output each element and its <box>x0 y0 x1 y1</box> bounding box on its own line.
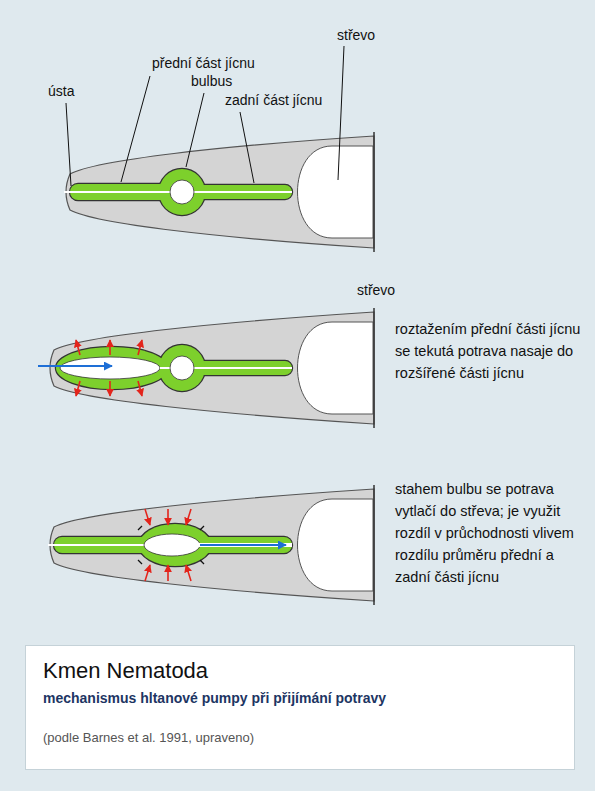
motion-arrow <box>186 509 191 525</box>
leader-line <box>121 76 150 182</box>
motion-arrow <box>38 365 112 367</box>
motion-arrow <box>109 381 111 396</box>
motion-arrow <box>167 509 169 525</box>
part-label: střevo <box>357 282 395 299</box>
part-label: zadní část jícnu <box>225 92 322 109</box>
worm-head <box>64 132 374 252</box>
motion-arrow <box>109 340 111 355</box>
description-note: stahem bulbu se potrava vytlačí do střev… <box>395 478 587 588</box>
worm-head <box>50 308 374 428</box>
motion-arrow <box>186 565 191 581</box>
caption-title: Kmen Nematoda <box>43 658 558 684</box>
leader-line <box>240 112 254 183</box>
caption-source: (podle Barnes et al. 1991, upraveno) <box>43 730 558 745</box>
motion-arrow <box>138 381 142 396</box>
part-label: střevo <box>337 27 375 44</box>
motion-arrow <box>76 381 80 396</box>
part-label: přední část jícnu <box>152 55 255 72</box>
part-label: ústa <box>48 83 74 100</box>
caption-subtitle: mechanismus hltanové pumpy při přijímání… <box>43 690 558 706</box>
leader-line <box>338 46 344 180</box>
motion-arrow <box>76 340 80 355</box>
part-label: bulbus <box>191 73 232 90</box>
description-note: roztažením přední části jícnu se tekutá … <box>395 318 587 384</box>
motion-arrow <box>145 509 150 525</box>
leader-line <box>186 93 204 167</box>
leader-line <box>66 103 71 186</box>
motion-arrow <box>167 565 169 581</box>
motion-arrow <box>145 565 150 581</box>
worm-head <box>48 485 374 605</box>
motion-arrow <box>200 544 286 546</box>
motion-arrow <box>138 340 142 355</box>
caption-box: Kmen Nematoda mechanismus hltanové pumpy … <box>25 645 575 770</box>
